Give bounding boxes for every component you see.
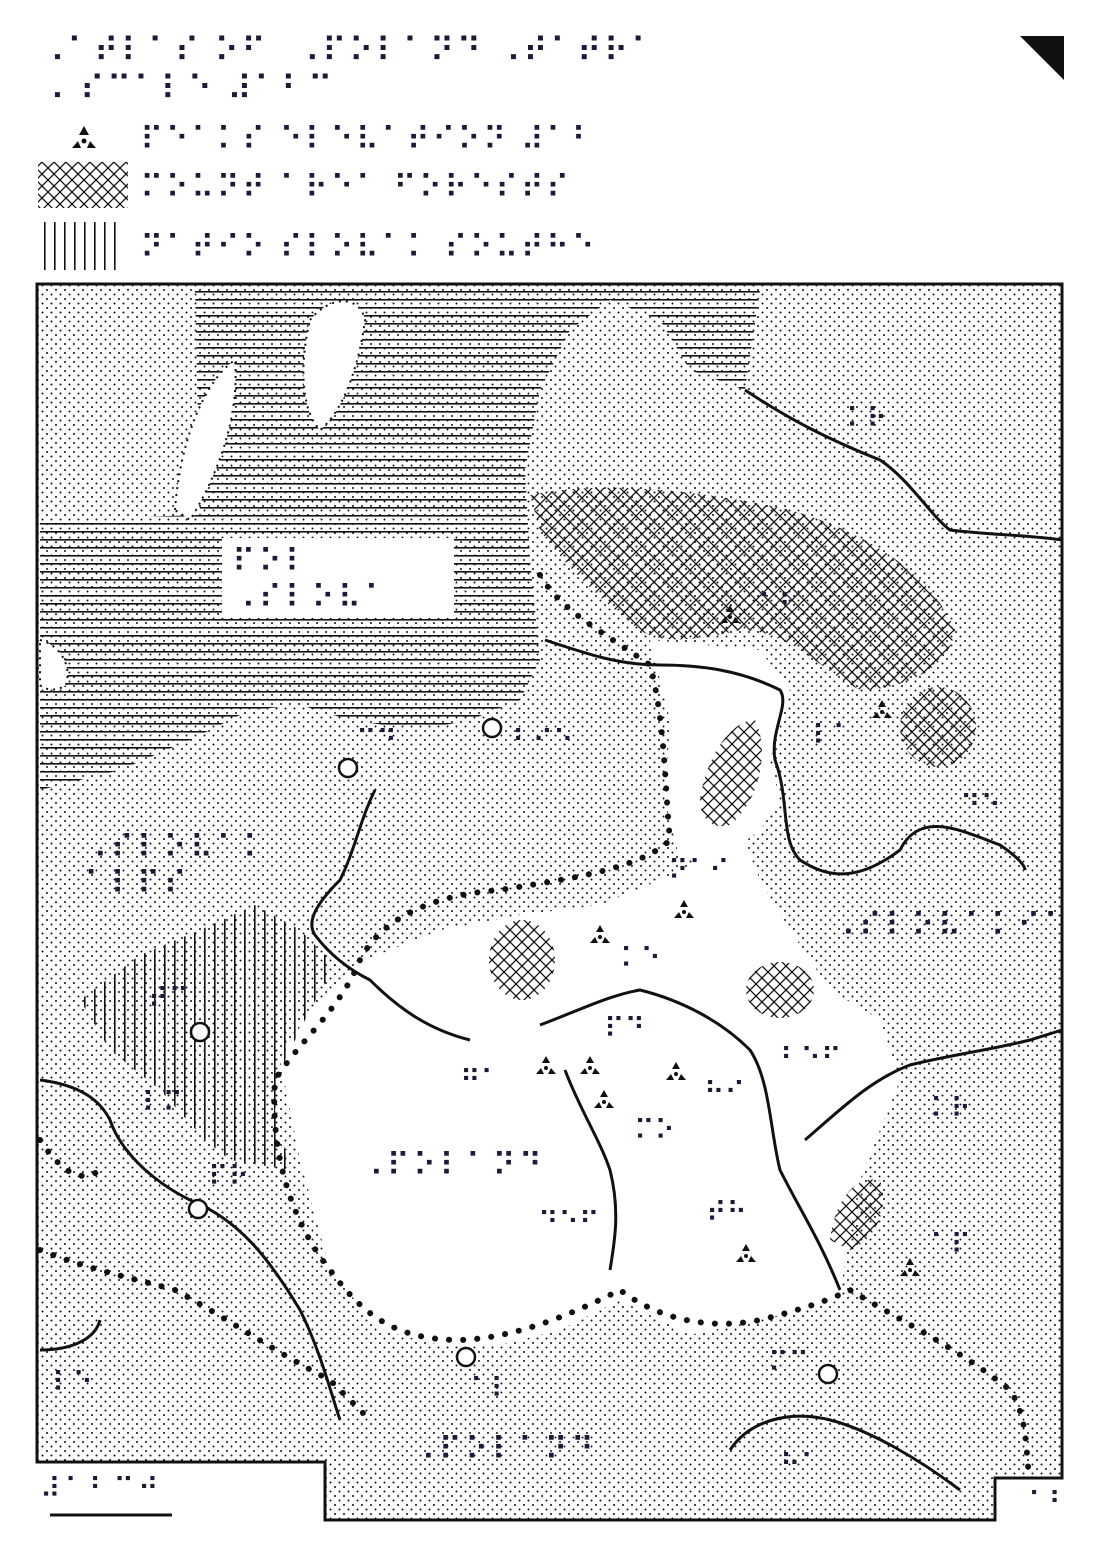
scale-bar-label: ⠼⠁⠃⠉⠚ [40,1472,163,1505]
legend-item-protected-area: ⠝⠁⠞⠊⠕ ⠎⠇⠕⠧⠁⠅ ⠎⠕⠥⠞⠓⠑ [40,222,597,270]
map-frame [35,282,1064,1522]
place-label: ⠇⠁ [812,719,853,752]
scale-bar: ⠼⠁⠃⠉⠚ [40,1472,172,1517]
place-label: ⠙⠑⠋ [538,1206,600,1239]
place-label: ⠞⠓ [706,1196,747,1229]
map-header: ⠠⠁⠞⠇⠁⠎ ⠕⠋⠀⠠⠏⠕⠇⠁⠝⠙ ⠠⠞⠁⠞⠗⠁ ⠠ ⠎⠉⠁⠇⠑ ⠼⠁⠃⠉ [40,31,1064,109]
place-label: ⠉⠙ [356,724,397,757]
place-label: ⠛⠁ [460,1064,501,1097]
river-stub-west [39,1319,102,1352]
region-label: ⠁⠇⠏⠎ [84,864,190,902]
forest-patch-north [530,487,955,690]
legend-label-peak: ⠏⠑⠁⠅⠎ ⠑⠇⠑⠧⠁⠞⠊⠕⠝ ⠼⠁⠃ [140,120,597,158]
corner-mark: ⠁⠃ [1028,1486,1069,1519]
river-north [744,388,1063,542]
legend-item-peak: ⠏⠑⠁⠅⠎ ⠑⠇⠑⠧⠁⠞⠊⠕⠝ ⠼⠁⠃ [72,120,597,158]
place-label: ⠞⠉ [148,982,189,1015]
place-label: ⠓⠊ [704,1076,745,1109]
place-label: ⠅⠑ [620,942,661,975]
peak-icon [720,605,740,623]
forest-patch-south [746,962,814,1018]
city-marker [481,717,503,739]
river-west [310,789,471,1042]
forest-patch-central [700,720,762,827]
region-label: ⠠⠎⠇⠕⠧⠁⠅⠊⠁ [832,906,1070,944]
peak-icon [674,900,694,918]
label-backdrop [222,538,454,618]
crosshatch-swatch [38,162,128,208]
sea-island-2 [173,358,237,522]
place-label: ⠏⠗ [208,1160,249,1193]
river-south [539,988,842,1291]
river-tributary [563,1069,618,1271]
region-label: ⠠⠎⠇⠕⠧⠁ [232,578,391,616]
place-label: ⠍⠕ [634,1114,675,1147]
place-label: ⠁⠏ [930,1228,971,1261]
peak-icon [666,1062,686,1080]
river-central [544,638,1027,876]
city-marker [817,1363,839,1385]
river-southeast [728,1414,961,1492]
place-label: ⠇⠑ [52,1366,93,1399]
legend: ⠏⠑⠁⠅⠎ ⠑⠇⠑⠧⠁⠞⠊⠕⠝ ⠼⠁⠃ ⠍⠕⠥⠝⠞ ⠁⠗⠑⠁ ⠋⠕⠗⠑⠎⠞⠎ ⠝… [38,120,597,270]
vertical-hatch-swatch [40,222,122,270]
city-marker [455,1346,477,1368]
sea-island-3 [39,638,69,691]
peak-icon [536,1056,556,1074]
place-label: ⠃⠑⠋ [780,1042,842,1075]
peak-icon [594,1090,614,1108]
city-marker [337,757,359,779]
map-title-line-2: ⠠ ⠎⠉⠁⠇⠑ ⠼⠁⠃⠉ [40,69,335,109]
forest-patch-west [489,920,555,1000]
place-label: ⠓⠁ [780,1448,821,1481]
corner-orientation-icon [1020,36,1064,80]
legend-label-forest: ⠍⠕⠥⠝⠞ ⠁⠗⠑⠁ ⠋⠕⠗⠑⠎⠞⠎ [140,168,571,206]
region-label: ⠠⠏⠕⠇⠁⠝⠙ [360,1146,545,1184]
lowland-plain [280,830,900,1345]
region-label: ⠠⠏⠕⠇⠁⠝⠙ [412,1430,597,1468]
border-line-west [37,1247,373,1423]
place-label: ⠅⠗ [846,402,887,435]
peak-icon [72,126,96,148]
region-label: ⠠⠎⠇⠕⠧⠁⠅ [84,828,269,866]
forest-patch-east [900,687,976,767]
place-label: ⠁⠇ [470,1372,511,1405]
place-label: ⠏⠙ [604,1012,645,1045]
city-marker [189,1021,211,1043]
place-label: ⠅⠗ [930,1092,971,1125]
border-line-southwest [37,1137,103,1179]
river-east [804,1028,1063,1142]
legend-label-protected-area: ⠝⠁⠞⠊⠕ ⠎⠇⠕⠧⠁⠅ ⠎⠕⠥⠞⠓⠑ [140,228,597,266]
city-marker [187,1198,209,1220]
place-label: ⠃⠊⠑ [512,724,574,757]
sea-island [302,300,367,432]
forest-patch-southeast [830,1179,884,1250]
peak-icon [580,1056,600,1074]
peak-icon [872,700,892,718]
place-label: ⠁⠃ [758,588,799,621]
peak-icon [736,1244,756,1262]
legend-item-forest: ⠍⠕⠥⠝⠞ ⠁⠗⠑⠁ ⠋⠕⠗⠑⠎⠞⠎ [38,162,571,208]
peak-icon [590,925,610,943]
place-label: ⠙⠑ [960,789,1001,822]
peak-icon [900,1258,920,1276]
region-label: ⠏⠕⠇ [232,542,311,580]
place-label: ⠇⠍ [142,1086,183,1119]
map-body: ⠏⠕⠇ ⠠⠎⠇⠕⠧⠁ ⠠⠎⠇⠕⠧⠁⠅ ⠁⠇⠏⠎ ⠠⠏⠕⠇⠁⠝⠙ ⠠⠎⠇⠕⠧⠁⠅⠊… [35,282,1070,1522]
place-label: ⠍⠉ [768,1346,809,1379]
place-label: ⠝⠁⠊ [668,854,730,887]
map-title-line-1: ⠠⠁⠞⠇⠁⠎ ⠕⠋⠀⠠⠏⠕⠇⠁⠝⠙ ⠠⠞⠁⠞⠗⠁ [40,31,657,71]
